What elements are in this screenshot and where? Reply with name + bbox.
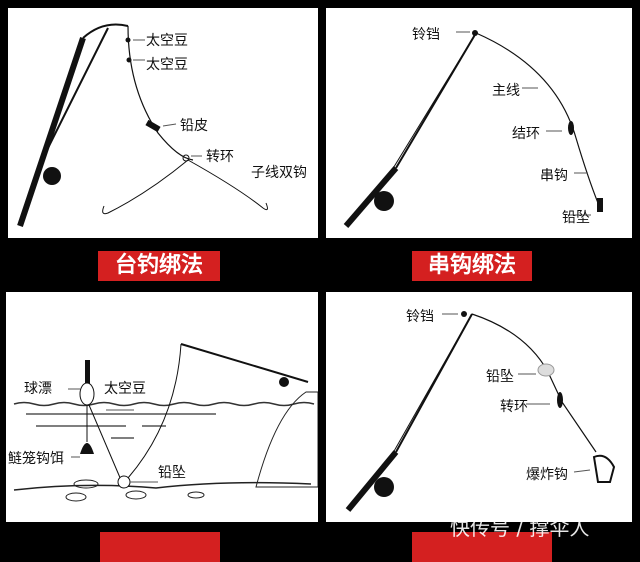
panel-chuan-gou: 铃铛 主线 结环 串钩 铅坠 xyxy=(326,8,632,238)
label-space-bean-1: 太空豆 xyxy=(146,33,188,49)
panel-float-rig: 球漂 太空豆 鲢笼钩饵 铅坠 xyxy=(6,292,318,522)
watermark: 快传号 / 撑伞人 xyxy=(450,516,590,540)
panel-explosion-hook: 铃铛 铅坠 转环 爆炸钩 xyxy=(326,292,632,522)
label-space-bean-2: 太空豆 xyxy=(146,57,188,73)
title-tai-diao: 台钓绑法 xyxy=(98,251,220,281)
title-bottom-left-cut xyxy=(100,532,220,562)
title-chuan-gou: 串钩绑法 xyxy=(412,251,532,281)
label-space-bean: 太空豆 xyxy=(104,381,146,397)
label-knot-loop: 结环 xyxy=(512,126,540,142)
label-sinker: 铅坠 xyxy=(562,210,590,226)
label-swivel: 转环 xyxy=(206,149,234,165)
label-cage-bait: 鲢笼钩饵 xyxy=(8,451,64,467)
float-rig-drawing xyxy=(13,343,318,502)
label-swivel: 转环 xyxy=(500,399,528,415)
label-lead-sheet: 铅皮 xyxy=(180,118,208,134)
label-explosion-hook: 爆炸钩 xyxy=(526,467,568,483)
explosion-hook-rig-drawing xyxy=(345,311,616,512)
label-sinker: 铅坠 xyxy=(486,369,514,385)
label-double-hook: 子线双钩 xyxy=(251,165,307,181)
label-bell: 铃铛 xyxy=(406,309,434,325)
label-bell: 铃铛 xyxy=(412,27,440,43)
label-ball-float: 球漂 xyxy=(24,381,52,397)
panel-tai-diao: 太空豆 太空豆 铅皮 转环 子线双钩 xyxy=(8,8,318,238)
label-sinker: 铅坠 xyxy=(158,465,186,481)
label-main-line: 主线 xyxy=(492,83,520,99)
tai-diao-rig-drawing xyxy=(17,23,268,227)
label-string-hooks: 串钩 xyxy=(540,168,568,184)
chuan-gou-rig-drawing xyxy=(343,30,603,228)
